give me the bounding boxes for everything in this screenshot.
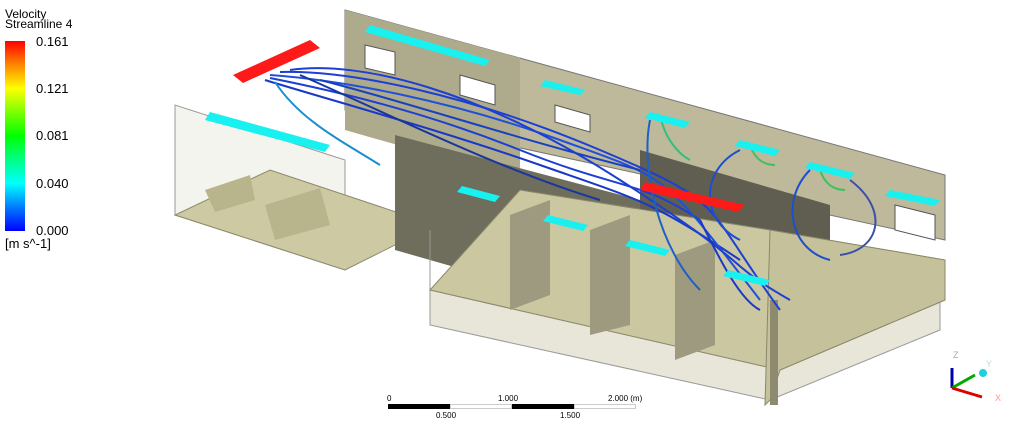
outlet-vent xyxy=(625,240,670,256)
window xyxy=(364,44,396,76)
y-axis-label: Y xyxy=(986,359,993,369)
end-wall xyxy=(764,229,946,407)
vents xyxy=(205,25,940,286)
scale-label: 1.500 xyxy=(560,411,581,420)
outlet-vent xyxy=(805,162,855,179)
x-axis xyxy=(951,386,983,399)
cubicle-divider xyxy=(590,215,630,335)
window xyxy=(459,74,496,106)
x-axis-label: X xyxy=(995,393,1002,403)
cubicle-divider xyxy=(510,200,550,310)
seat-block xyxy=(265,188,330,240)
legend-units: [m s^-1] xyxy=(5,236,51,251)
legend-tick: 0.081 xyxy=(36,128,69,143)
outlet-vent xyxy=(645,112,690,128)
color-bar xyxy=(5,41,25,231)
window xyxy=(554,104,591,133)
outlet-vent xyxy=(735,140,780,156)
outlet-vent xyxy=(540,80,585,95)
scale-segment xyxy=(512,404,574,409)
legend-tick: 0.121 xyxy=(36,81,69,96)
scale-segment xyxy=(574,404,636,409)
view-center-icon xyxy=(979,369,987,377)
cubicle-divider xyxy=(675,240,715,360)
outlet-vent xyxy=(457,186,500,202)
legend-tick: 0.000 xyxy=(36,223,69,238)
inlet-vent xyxy=(640,182,745,212)
legend-tick: 0.161 xyxy=(36,34,69,49)
room-geometry xyxy=(173,9,946,407)
outlet-vent xyxy=(723,270,770,286)
scale-label: 1.000 xyxy=(498,394,519,403)
outlet-vent xyxy=(365,25,490,66)
outlet-vent xyxy=(543,215,588,231)
z-axis-label: Z xyxy=(953,350,959,360)
scale-label: 0.500 xyxy=(436,411,457,420)
scale-label: 0 xyxy=(387,394,392,403)
scale-segment xyxy=(450,404,512,409)
window xyxy=(894,204,936,241)
streamlines xyxy=(264,67,877,311)
outlet-vent xyxy=(885,190,940,206)
y-axis xyxy=(951,373,976,390)
inlet-vent xyxy=(233,40,320,83)
seat-block xyxy=(205,175,255,212)
legend-tick: 0.040 xyxy=(36,176,69,191)
outlet-vent xyxy=(205,112,330,152)
legend-title: Velocity xyxy=(5,7,47,21)
column xyxy=(770,300,778,405)
scale-segment xyxy=(388,404,450,409)
scale-label: 2.000 (m) xyxy=(608,394,643,403)
legend-subtitle: Streamline 4 xyxy=(5,17,73,31)
axis-triad xyxy=(950,368,987,399)
